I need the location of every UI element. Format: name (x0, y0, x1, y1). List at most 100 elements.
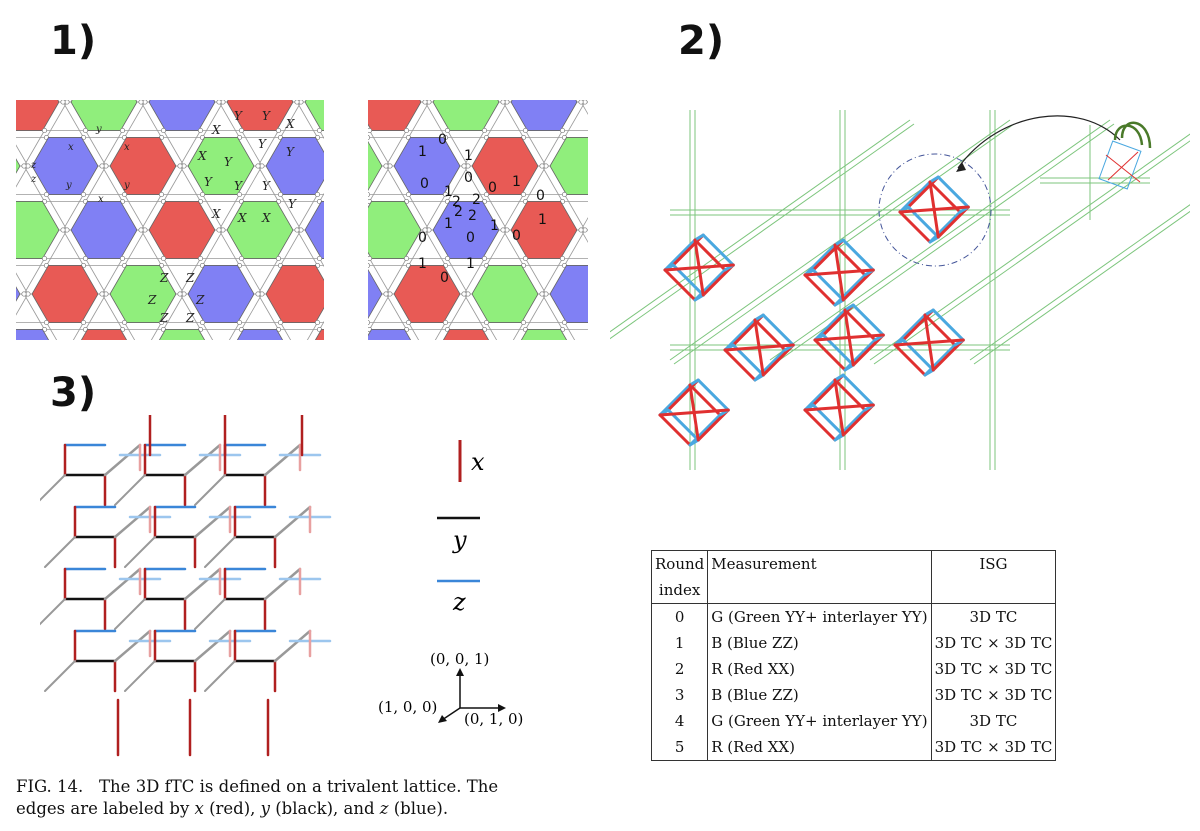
edge-label: Y (258, 137, 267, 151)
edge-diagonal (263, 443, 302, 477)
vertex (177, 291, 183, 297)
round-label: 0 (418, 230, 427, 246)
edge-label: Y (286, 145, 295, 159)
vertex (539, 291, 545, 297)
vertex (199, 191, 206, 198)
vertex (160, 127, 167, 134)
vertex (82, 127, 89, 134)
vertex (405, 191, 412, 198)
round-label: 0 (512, 228, 521, 244)
vertex (368, 135, 371, 141)
edge-label: Y (234, 109, 243, 123)
cube-unit (898, 175, 970, 244)
edge-label: Y (234, 179, 243, 193)
vertex (275, 255, 282, 262)
vertex (160, 255, 167, 262)
plaquette-blue (368, 268, 383, 320)
vertex (442, 319, 449, 326)
edge-label: x (98, 194, 104, 205)
round-label: 0 (466, 230, 475, 246)
isg-cell: 3D TC × 3D TC (930, 682, 1057, 708)
round-label: 1 (464, 148, 473, 164)
plaquette-blue (16, 286, 21, 302)
round-index: 3 (650, 682, 709, 708)
edge-label: X (285, 117, 295, 131)
edge-diagonal (194, 598, 226, 630)
zoomed-cube (1098, 121, 1152, 190)
vertex (294, 227, 300, 233)
round-label: 1 (466, 256, 475, 272)
header-isg: ISG (930, 550, 1057, 577)
vertex (138, 227, 144, 233)
isg-cell: 3D TC × 3D TC (930, 734, 1057, 761)
plaquette-blue (549, 265, 588, 323)
axis-label-100: (1, 0, 0) (378, 698, 437, 716)
vertex (522, 127, 529, 134)
vertex (442, 191, 449, 198)
vertex (99, 163, 105, 169)
plaquette-red (265, 265, 324, 323)
vertex (314, 191, 321, 198)
plaquette-blue (510, 100, 578, 131)
plaquette-green (368, 140, 383, 192)
plaquette-red (442, 329, 490, 340)
edge-label: X (197, 149, 207, 163)
zoom-arrowhead (956, 162, 966, 172)
vertex (43, 191, 50, 198)
vertex (197, 127, 204, 134)
vertex (578, 227, 584, 233)
vertex (559, 255, 566, 262)
trivalent-lattice-diagram (40, 415, 332, 757)
round-label: 1 (512, 174, 521, 190)
plaquette-blue (31, 137, 99, 195)
edge-diagonal (40, 474, 66, 502)
edge-diagonal (273, 505, 312, 539)
header-round: Round (650, 550, 709, 577)
edge-label: Y (262, 109, 271, 123)
cube-unit (803, 238, 875, 307)
edge-diagonal (44, 536, 76, 568)
vertex (403, 127, 410, 134)
header-measurement: Measurement (707, 550, 932, 577)
plaquette-red (31, 265, 99, 323)
vertex (238, 255, 245, 262)
plaquette-red (148, 201, 216, 259)
highlight-circle (878, 153, 992, 267)
legend-y-label: y (452, 526, 467, 554)
vertex (216, 227, 222, 233)
edge-label: Z (159, 311, 169, 325)
edge-diagonal (194, 474, 226, 506)
3d-cube-lattice-diagram (610, 110, 1190, 470)
edge-label: x (124, 142, 130, 153)
plaquette-green (471, 265, 539, 323)
vertex (483, 319, 490, 326)
legend-z-label: z (452, 588, 466, 616)
plaquette-blue (265, 137, 324, 195)
axis-label-001: (0, 0, 1) (430, 650, 489, 668)
edge-label: z (30, 174, 37, 185)
plaquette-blue (16, 329, 50, 340)
plaquette-green (16, 158, 21, 174)
round-index: 1 (650, 630, 709, 656)
round-label: 1 (444, 184, 453, 200)
round-label: 0 (420, 176, 429, 192)
measurement-cell: R (Red XX) (707, 734, 932, 761)
vertex (403, 255, 410, 262)
edge-diagonal (113, 629, 152, 663)
vertex (158, 319, 165, 326)
vertex (197, 255, 204, 262)
vertex (236, 191, 243, 198)
plaquette-red (471, 137, 539, 195)
plaquette-red (314, 329, 324, 340)
edge-label: y (123, 180, 130, 191)
measurement-cell: G (Green YY+ interlayer YY) (707, 708, 932, 734)
panel-label-2: 2) (678, 18, 725, 64)
plaquette-green (158, 329, 206, 340)
vertex (316, 127, 323, 134)
plaquette-red (16, 100, 60, 131)
vertex (481, 255, 488, 262)
isg-cell: 3D TC (930, 708, 1057, 734)
vertex (383, 291, 389, 297)
vertex (520, 319, 527, 326)
